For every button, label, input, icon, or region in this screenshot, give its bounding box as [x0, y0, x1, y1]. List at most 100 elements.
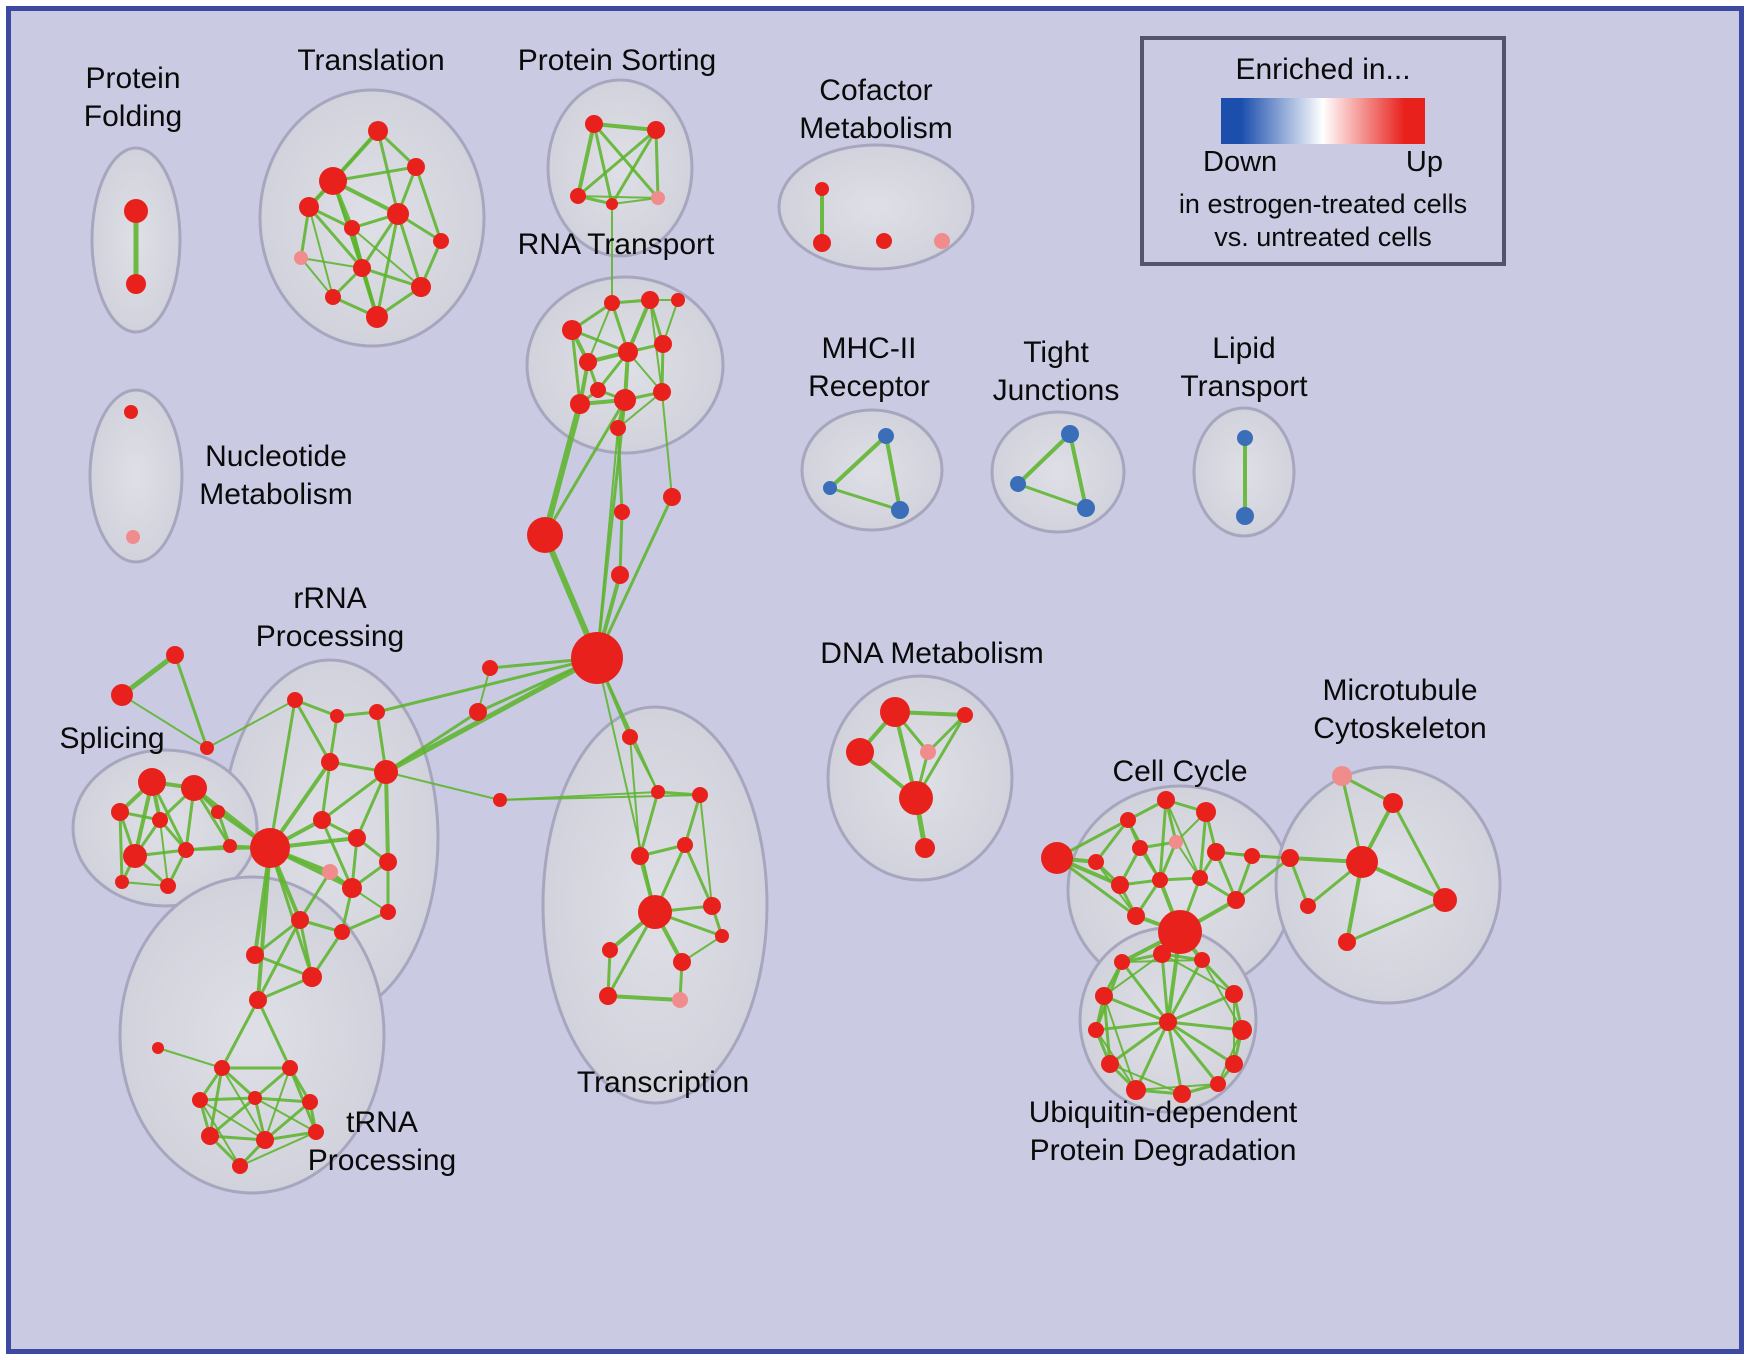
network-edge [592, 122, 658, 132]
network-node [1207, 843, 1225, 861]
network-node [178, 842, 194, 858]
network-edge [577, 195, 659, 199]
network-edge [570, 328, 582, 406]
network-edge [199, 1099, 266, 1141]
network-node [1152, 872, 1168, 888]
network-node [622, 729, 638, 745]
network-edge [1102, 994, 1170, 1024]
network-node [342, 878, 362, 898]
legend-caption-line2: vs. untreated cells [1214, 222, 1432, 252]
network-edge [1103, 953, 1163, 997]
network-node [1338, 933, 1356, 951]
network-node [1158, 910, 1202, 954]
network-node [200, 741, 214, 755]
network-node [590, 382, 606, 398]
network-edge [221, 1067, 266, 1141]
network-edge [638, 790, 660, 858]
network-node [631, 847, 649, 865]
network-edge [1094, 818, 1130, 864]
network-node [111, 803, 129, 821]
network-node [287, 692, 303, 708]
network-node [282, 1060, 298, 1076]
network-node [482, 660, 498, 676]
cluster-label-protein_sorting: Protein Sorting [518, 44, 716, 77]
network-edge [570, 328, 630, 354]
network-node [1237, 430, 1253, 446]
network-edge [263, 1100, 312, 1142]
cluster-label-translation: Translation [297, 44, 444, 77]
network-node [299, 197, 319, 217]
network-edge [1166, 1020, 1244, 1032]
network-edge [576, 122, 596, 198]
cluster-ellipse-microtubule [1274, 765, 1502, 1005]
network-edge [293, 698, 332, 764]
legend-scale-row: Down Up [1203, 146, 1443, 179]
network-node [1173, 1085, 1191, 1103]
network-node [366, 306, 388, 328]
network-edge [253, 953, 314, 979]
network-node [1088, 854, 1104, 870]
network-node [663, 488, 681, 506]
network-node [322, 864, 338, 880]
network-edge [383, 655, 600, 775]
cluster-ellipse-cofactor [777, 143, 975, 271]
network-edge [320, 770, 388, 822]
network-edge [592, 122, 660, 200]
network-node [638, 895, 672, 929]
network-node [1010, 476, 1026, 492]
network-edge [414, 165, 443, 243]
network-node [433, 233, 449, 249]
network-node [1127, 907, 1145, 925]
network-edge [157, 1047, 223, 1069]
legend-caption-line1: in estrogen-treated cells [1178, 189, 1468, 219]
network-edge [385, 771, 501, 801]
network-edge [499, 794, 701, 801]
network-edge [376, 129, 400, 216]
network-edge [1166, 1020, 1236, 1066]
network-node [562, 320, 582, 340]
network-node [1433, 888, 1457, 912]
network-node [915, 838, 935, 858]
network-node [344, 220, 360, 236]
network-node [192, 1092, 208, 1108]
network-edge [699, 794, 713, 907]
network-node [1194, 952, 1210, 968]
network-node [1192, 870, 1208, 886]
network-node [1210, 1076, 1226, 1092]
network-node [653, 383, 671, 401]
network-edge [119, 652, 178, 698]
network-node [232, 1158, 248, 1174]
network-node [249, 991, 267, 1009]
network-edge [173, 653, 209, 750]
network-node [1300, 898, 1316, 914]
cluster-ellipse-mhc [800, 408, 944, 532]
network-node [181, 775, 207, 801]
network-node [308, 1124, 324, 1140]
network-edge [360, 266, 423, 289]
network-node [374, 760, 398, 784]
network-node [1041, 842, 1073, 874]
network-edge [576, 128, 658, 198]
network-node [614, 504, 630, 520]
network-edge [256, 918, 302, 1002]
network-node [1281, 849, 1299, 867]
network-node [1169, 835, 1183, 849]
network-edge [683, 843, 714, 908]
network-edge [268, 846, 314, 979]
network-edge [543, 398, 627, 537]
network-edge [1109, 1063, 1183, 1095]
network-node [124, 405, 138, 419]
network-node [223, 839, 237, 853]
cluster-ellipse-trna [118, 875, 386, 1195]
network-node [606, 198, 618, 210]
network-node [899, 781, 933, 815]
network-node [334, 924, 350, 940]
network-node [407, 158, 425, 176]
network-node [387, 203, 409, 225]
network-edge [884, 434, 902, 512]
